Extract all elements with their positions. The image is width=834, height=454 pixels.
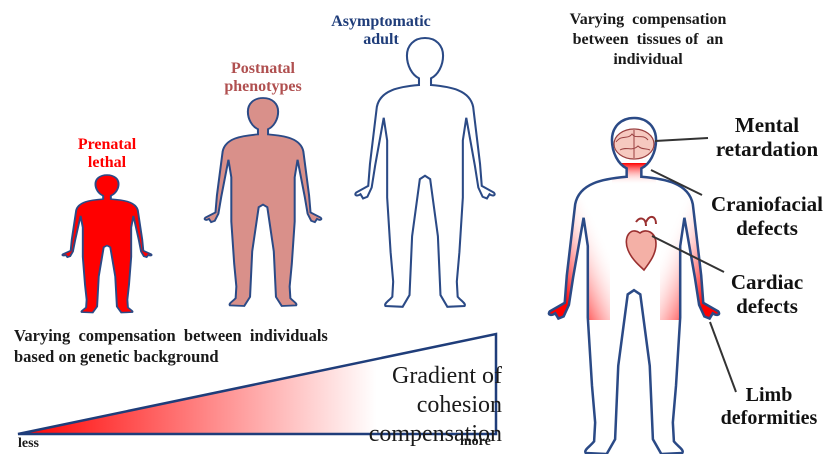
prenatal-label-line2: lethal [52,154,162,172]
craniofacial-label-line2: defects [700,216,834,240]
postnatal-label: Postnatal phenotypes [200,60,326,97]
asymptomatic-label-line1: Asymptomatic [316,13,446,31]
asymptomatic-label: Asymptomatic adult [316,13,446,50]
between-tissues-caption: Varying compensation between tissues of … [548,10,748,70]
cardiac-label-line2: defects [712,294,822,318]
between-tissues-line2: between tissues of an [548,30,748,50]
between-tissues-line1: Varying compensation [548,10,748,30]
gradient-less: less [18,436,39,452]
between-individuals-line1: Varying compensation between individuals [14,325,454,346]
mental-retardation-label: Mental retardation [700,113,834,161]
prenatal-figure [62,175,151,313]
asymptomatic-label-line2: adult [316,31,446,49]
craniofacial-defects-label: Craniofacial defects [700,192,834,240]
postnatal-label-line1: Postnatal [200,60,326,78]
mental-label-line2: retardation [700,137,834,161]
limb-label-line1: Limb [704,384,834,407]
brain-icon [614,129,654,159]
postnatal-figure [205,98,322,306]
craniofacial-label-line1: Craniofacial [700,192,834,216]
prenatal-label-line1: Prenatal [52,136,162,154]
cardiac-label-line1: Cardiac [712,270,822,294]
asymptomatic-figure [355,38,494,307]
cardiac-defects-label: Cardiac defects [712,270,822,318]
limb-label-line2: deformities [704,407,834,430]
gradient-label-line1: Gradient of [292,362,502,391]
between-tissues-line3: individual [548,50,748,70]
prenatal-label: Prenatal lethal [52,136,162,173]
gradient-more: more [460,434,491,450]
limb-deformities-label: Limb deformities [704,384,834,430]
mental-label-line1: Mental [700,113,834,137]
postnatal-label-line2: phenotypes [200,78,326,96]
